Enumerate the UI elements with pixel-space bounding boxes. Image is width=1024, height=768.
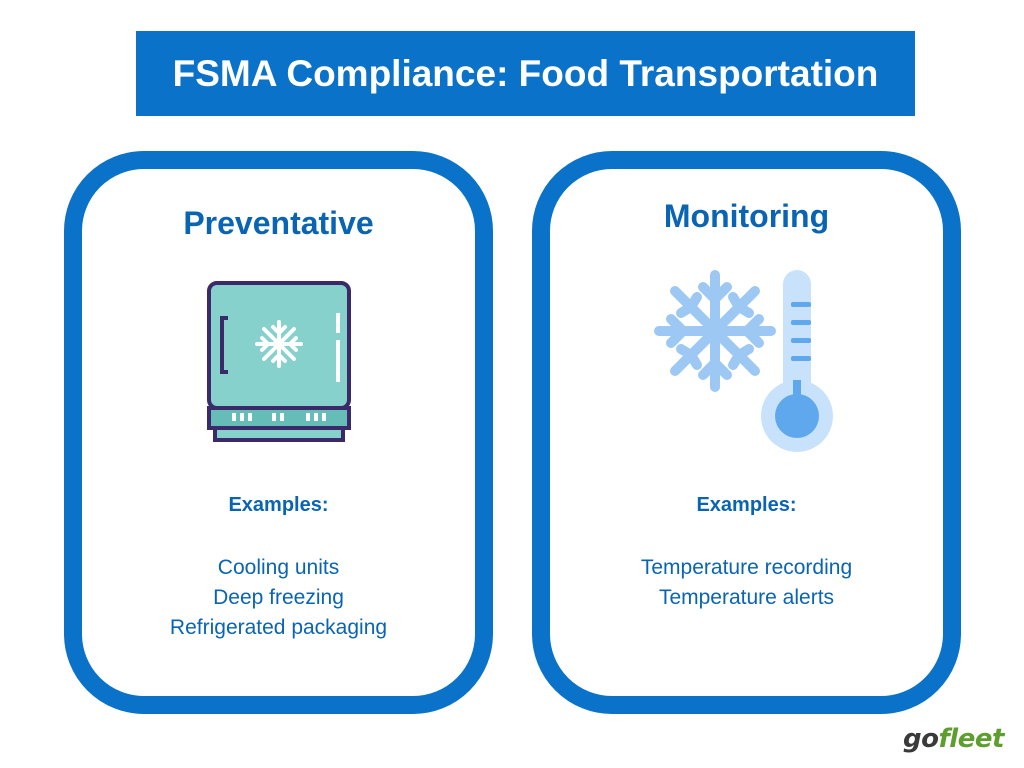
list-item: Temperature alerts: [658, 586, 835, 609]
list-item: Temperature recording: [640, 556, 853, 579]
preventative-icon-wrap: [82, 280, 475, 444]
gofleet-logo: gofleet: [903, 724, 1004, 754]
preventative-examples-label: Examples:: [228, 494, 329, 516]
logo-part-go: go: [903, 724, 939, 754]
preventative-examples-list: Cooling units Deep freezing Refrigerated…: [82, 553, 475, 643]
thermometer-icon: [760, 270, 833, 452]
preventative-card: Preventative: [64, 151, 493, 714]
logo-part-fleet: fleet: [938, 724, 1004, 754]
list-item: Deep freezing: [213, 586, 344, 609]
monitoring-icon-wrap: [550, 268, 943, 458]
list-item: Refrigerated packaging: [169, 616, 388, 639]
page-title: FSMA Compliance: Food Transportation: [172, 52, 879, 94]
list-item: Cooling units: [217, 556, 340, 579]
monitoring-examples-list: Temperature recording Temperature alerts: [550, 553, 943, 613]
monitoring-card: Monitoring: [532, 151, 961, 714]
monitoring-heading: Monitoring: [663, 198, 830, 234]
freezer-icon: [206, 281, 351, 442]
monitoring-examples-label: Examples:: [696, 494, 797, 516]
snowflake-thermometer-icon: [653, 270, 833, 452]
preventative-heading: Preventative: [183, 205, 374, 241]
title-banner: FSMA Compliance: Food Transportation: [136, 31, 915, 116]
